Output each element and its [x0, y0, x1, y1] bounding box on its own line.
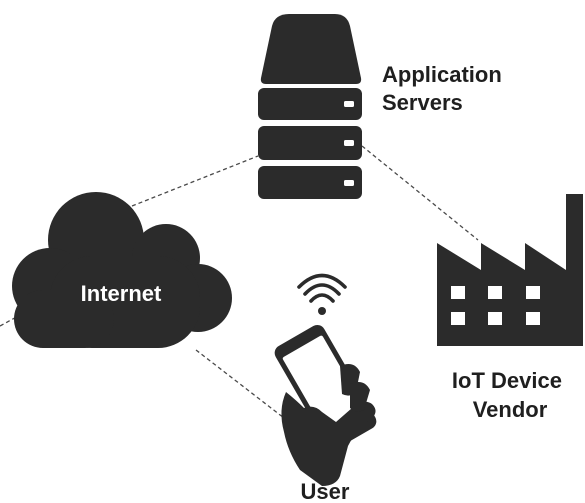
- server-unit-1: [258, 88, 362, 120]
- hand: [281, 364, 376, 486]
- server-top-unit: [260, 14, 362, 84]
- wifi-dot: [318, 307, 326, 315]
- connector-servers-to-vendor: [361, 145, 479, 241]
- server-status-lights: [344, 101, 354, 186]
- connector-internet-to-servers: [131, 155, 259, 207]
- wifi-signal-icon: [297, 273, 347, 303]
- connectors: [0, 145, 479, 419]
- factory-windows: [451, 286, 540, 325]
- factory-icon: [437, 194, 583, 346]
- server-unit-2: [258, 126, 362, 160]
- cloud-icon: [12, 192, 232, 348]
- vendor-label-line2: Vendor: [473, 397, 548, 422]
- vendor-label-line1: IoT Device: [452, 368, 562, 393]
- vendor-label: IoT Device Vendor: [452, 368, 568, 422]
- connector-internet-to-user: [195, 349, 285, 419]
- server-rack-icon: [258, 14, 362, 199]
- factory-building: [437, 194, 583, 346]
- servers-label-line2: Servers: [382, 90, 463, 115]
- server-unit-3: [258, 166, 362, 199]
- user-label: User: [301, 479, 350, 503]
- servers-label-line1: Application: [382, 62, 502, 87]
- internet-label: Internet: [81, 281, 162, 306]
- hand-smartphone-icon: [274, 273, 377, 486]
- servers-label: Application Servers: [382, 62, 508, 115]
